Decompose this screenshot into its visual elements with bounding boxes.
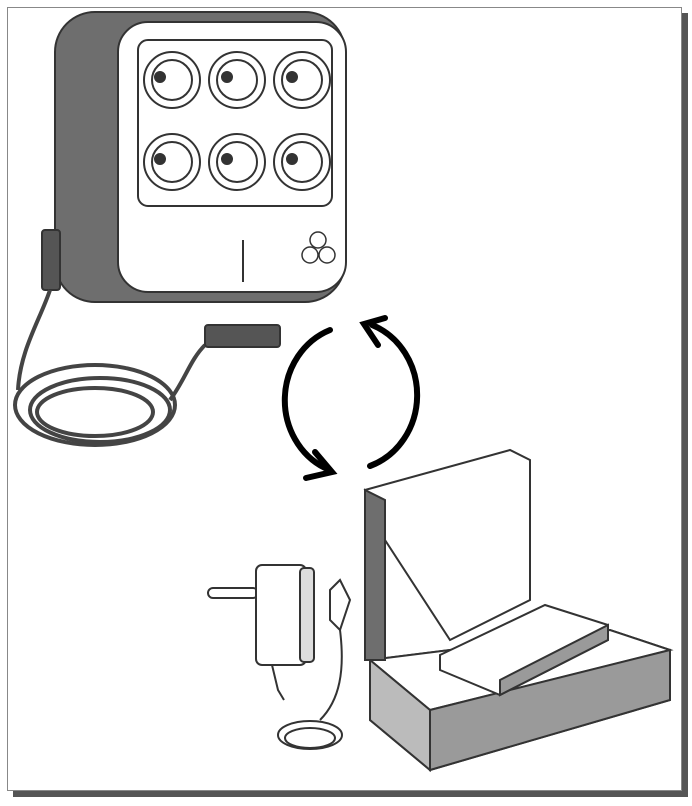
device xyxy=(41,11,347,303)
button-grid xyxy=(143,51,331,191)
sync-arrows-icon xyxy=(281,315,421,481)
usb-cable xyxy=(13,289,281,447)
charging-dock xyxy=(363,448,674,773)
power-adapter xyxy=(207,564,352,750)
logo-icon xyxy=(301,231,336,264)
